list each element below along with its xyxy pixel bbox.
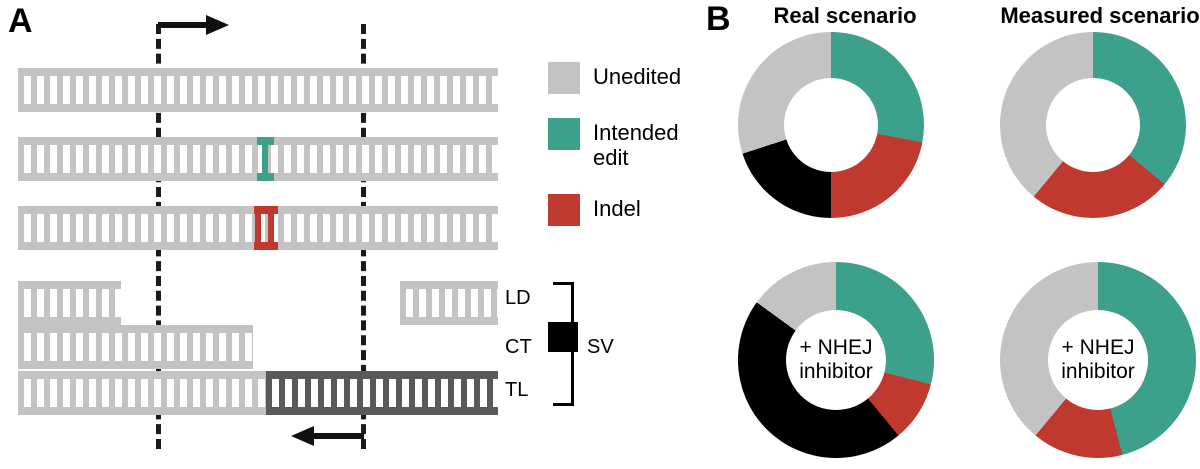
donut-hole: + NHEJ inhibitor [786, 310, 886, 410]
donut-center-label: + NHEJ inhibitor [799, 336, 873, 384]
donut-center-label-line2: inhibitor [799, 360, 873, 383]
strand-rungs [18, 333, 253, 361]
top-arrow-icon [158, 15, 229, 35]
edit-mark-cap-bottom [257, 173, 274, 181]
strand-rungs [18, 289, 121, 317]
strand-rungs [400, 289, 498, 317]
bottom-arrow-icon [291, 426, 364, 446]
legend-item-intended-edit: Intended edit [548, 118, 718, 170]
indel-mark-bar-right [268, 214, 274, 242]
edit-mark-cap-top [257, 137, 274, 145]
strand-rungs [18, 76, 498, 104]
indel-mark-cap-bottom [254, 242, 278, 250]
strand-rungs [18, 379, 266, 407]
strand-rail-top [18, 281, 121, 289]
legend-label-intended-edit-line1: Intended [593, 120, 679, 145]
strand-rungs [266, 379, 498, 407]
indel-mark-bar-left [255, 214, 261, 242]
row-label-ld: LD [505, 287, 531, 309]
donut-center-label-line2: inhibitor [1061, 360, 1135, 383]
panel-b-letter: B [706, 0, 731, 38]
donut-hole: + NHEJ inhibitor [1048, 310, 1148, 410]
large-deletion-strand-right [400, 281, 498, 325]
donut-hole [784, 78, 878, 172]
donut-chart-real-scenario-nhej: + NHEJ inhibitor [738, 262, 934, 458]
legend-swatch-indel-icon [548, 194, 580, 226]
donut-hole [1046, 78, 1140, 172]
indel-strand [18, 206, 498, 250]
legend-label-unedited: Unedited [593, 64, 682, 89]
donut-chart-measured-scenario [1000, 32, 1186, 218]
legend: Unedited Intended edit Indel [548, 62, 718, 250]
indel-mark [254, 206, 278, 250]
unedited-strand [18, 68, 498, 112]
legend-label-intended-edit: Intended edit [593, 118, 679, 170]
legend-swatch-unedited-icon [548, 62, 580, 94]
donut-chart-real-scenario [738, 32, 924, 218]
legend-item-indel: Indel [548, 194, 718, 226]
strand-rungs [18, 145, 498, 173]
legend-label-intended-edit-line2: edit [593, 145, 629, 170]
strand-rail-top [266, 371, 498, 379]
strand-rail-bottom [18, 361, 253, 369]
sv-color-swatch [548, 322, 578, 352]
strand-rail-top [400, 281, 498, 289]
strand-rail-bottom [18, 104, 498, 112]
strand-rail-top [18, 325, 253, 333]
donut-center-label: + NHEJ inhibitor [1061, 336, 1135, 384]
strand-rail-bottom [18, 317, 121, 325]
intended-edit-mark [257, 137, 274, 181]
large-deletion-strand-left [18, 281, 121, 325]
strand-rail-top [18, 68, 498, 76]
panel-a-letter: A [8, 2, 33, 40]
row-label-tl: TL [505, 379, 529, 401]
translocation-strand-host [18, 371, 266, 415]
row-label-ct: CT [505, 336, 532, 358]
indel-mark-cap-top [254, 206, 278, 214]
donut-center-label-line1: + NHEJ [799, 336, 873, 359]
intended-edit-strand [18, 137, 498, 181]
strand-rail-bottom [400, 317, 498, 325]
chart-title-real-scenario: Real scenario [773, 3, 917, 28]
donut-center-label-line1: + NHEJ [1061, 336, 1135, 359]
strand-rail-bottom [18, 407, 266, 415]
edit-mark-bar [262, 145, 268, 173]
strand-rail-bottom [266, 407, 498, 415]
legend-label-indel: Indel [593, 196, 641, 221]
sv-label: SV [587, 336, 614, 358]
translocation-strand-segment [266, 371, 498, 415]
chromosomal-truncation-strand [18, 325, 253, 369]
chart-title-measured-scenario: Measured scenario [1000, 3, 1200, 28]
legend-swatch-intended-edit-icon [548, 118, 580, 150]
strand-rail-top [18, 371, 266, 379]
legend-item-unedited: Unedited [548, 62, 718, 94]
donut-chart-measured-scenario-nhej: + NHEJ inhibitor [1000, 262, 1196, 458]
